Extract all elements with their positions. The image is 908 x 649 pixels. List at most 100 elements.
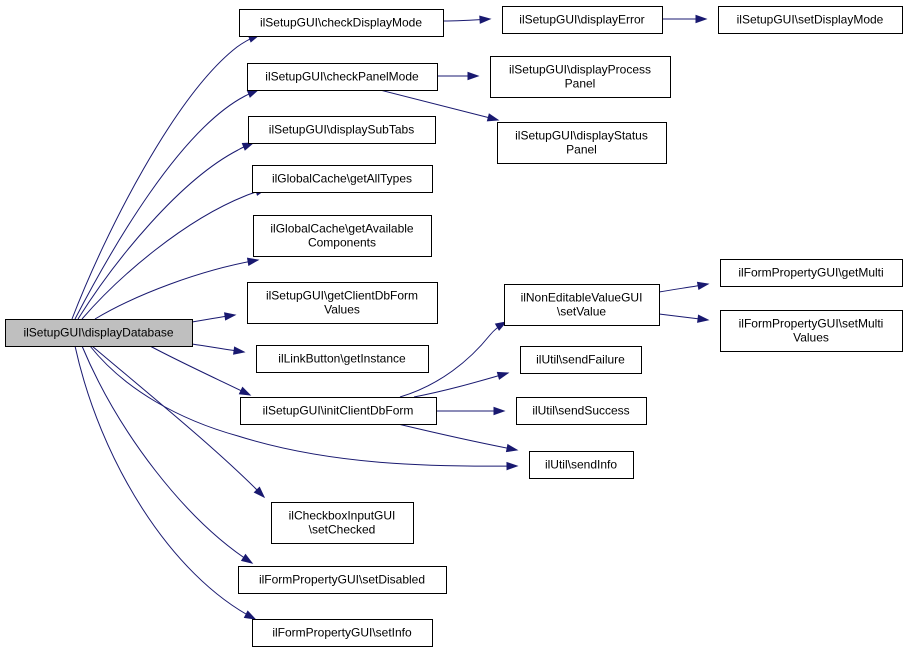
node-box: [252, 619, 433, 647]
node-sendSuccess[interactable]: ilUtil\sendSuccess: [516, 397, 647, 425]
node-setValue[interactable]: ilNonEditableValueGUI\setValue: [504, 284, 660, 326]
node-initClientDbForm[interactable]: ilSetupGUI\initClientDbForm: [240, 397, 437, 425]
node-checkDisplayMode[interactable]: ilSetupGUI\checkDisplayMode: [239, 9, 444, 37]
edge-root-to-initClientDbForm: [149, 345, 252, 396]
edge-arrowhead: [697, 314, 710, 323]
edge-arrowhead: [243, 610, 257, 620]
edge-arrowhead: [224, 312, 237, 321]
edge-arrowhead: [479, 15, 492, 24]
edge-root-to-setInfo: [74, 345, 257, 620]
node-box: [720, 259, 903, 287]
edge-root-to-displaySubTabs: [77, 142, 255, 320]
node-box: [238, 566, 447, 594]
node-label: ilFormPropertyGUI\getMulti: [738, 266, 883, 280]
edge-line: [149, 345, 251, 396]
edge-line: [81, 188, 267, 320]
edge-root-to-setDisabled: [81, 345, 254, 564]
node-box: [256, 345, 429, 373]
node-displaySubTabs[interactable]: ilSetupGUI\displaySubTabs: [248, 116, 436, 144]
node-getInstance[interactable]: ilLinkButton\getInstance: [256, 345, 429, 373]
node-label: Values: [793, 331, 829, 345]
node-label: ilSetupGUI\displayDatabase: [23, 326, 173, 340]
node-label: ilUtil\sendFailure: [536, 353, 625, 367]
edge-line: [91, 345, 265, 498]
node-sendInfo[interactable]: ilUtil\sendInfo: [529, 451, 634, 479]
edge-displayError-to-setDisplayMode: [662, 14, 708, 24]
edge-line: [413, 372, 509, 398]
node-root[interactable]: ilSetupGUI\displayDatabase: [5, 319, 193, 347]
edge-line: [89, 345, 518, 467]
node-label: ilSetupGUI\checkPanelMode: [265, 70, 419, 84]
node-label: ilGlobalCache\getAllTypes: [272, 172, 412, 186]
node-checkPanelMode[interactable]: ilSetupGUI\checkPanelMode: [247, 63, 438, 91]
node-getMulti[interactable]: ilFormPropertyGUI\getMulti: [720, 259, 903, 287]
edge-arrowhead: [486, 113, 500, 122]
edge-root-to-checkDisplayMode: [71, 34, 261, 320]
node-label: ilSetupGUI\displayProcess: [509, 63, 651, 77]
edge-line: [77, 142, 254, 320]
node-box: [490, 56, 671, 98]
edge-initClientDbForm-to-sendFailure: [413, 371, 510, 398]
node-displayError[interactable]: ilSetupGUI\displayError: [502, 6, 663, 34]
edge-line: [74, 345, 256, 620]
node-setInfo[interactable]: ilFormPropertyGUI\setInfo: [252, 619, 433, 647]
node-box: [253, 215, 432, 257]
edge-line: [94, 259, 259, 320]
node-label: Values: [324, 303, 360, 317]
nodes-layer: ilSetupGUI\displayDatabase ilSetupGUI\che…: [5, 6, 903, 647]
edge-line: [379, 89, 499, 121]
node-label: ilFormPropertyGUI\setInfo: [272, 626, 412, 640]
node-box: [248, 116, 436, 144]
node-label: ilLinkButton\getInstance: [278, 352, 406, 366]
edge-root-to-getInstance: [191, 343, 246, 355]
node-getAllTypes[interactable]: ilGlobalCache\getAllTypes: [252, 165, 433, 193]
node-label: ilSetupGUI\initClientDbForm: [263, 404, 414, 418]
node-label: ilSetupGUI\displayStatus: [515, 129, 648, 143]
node-box: [504, 284, 660, 326]
node-label: ilFormPropertyGUI\setDisabled: [259, 573, 425, 587]
edge-arrowhead: [467, 71, 480, 81]
edge-arrowhead: [496, 371, 510, 380]
edge-root-to-getAvailableComponents: [94, 257, 260, 320]
edge-checkPanelMode-to-displayProcessPanel: [436, 71, 480, 81]
edge-arrowhead: [246, 257, 260, 266]
node-box: [516, 397, 647, 425]
edge-line: [81, 345, 253, 564]
node-label: Components: [308, 236, 376, 250]
node-box: [240, 397, 437, 425]
node-box: [520, 346, 642, 374]
node-label: ilSetupGUI\setDisplayMode: [737, 13, 884, 27]
node-box: [502, 6, 663, 34]
edge-arrowhead: [506, 461, 519, 471]
edge-line: [71, 34, 260, 320]
edge-root-to-setChecked: [91, 345, 266, 499]
node-label: ilSetupGUI\displaySubTabs: [269, 123, 414, 137]
node-sendFailure[interactable]: ilUtil\sendFailure: [520, 346, 642, 374]
node-label: ilSetupGUI\getClientDbForm: [266, 289, 418, 303]
edge-arrowhead: [241, 142, 255, 151]
edge-arrowhead: [695, 14, 708, 24]
node-label: ilSetupGUI\displayError: [519, 13, 644, 27]
edge-line: [397, 423, 518, 451]
node-label: ilSetupGUI\checkDisplayMode: [260, 16, 422, 30]
node-setChecked[interactable]: ilCheckboxInputGUI\setChecked: [271, 502, 414, 544]
node-label: Panel: [566, 143, 597, 157]
edge-root-to-getAllTypes: [81, 187, 268, 320]
edge-arrowhead: [253, 486, 266, 499]
edge-arrowhead: [233, 346, 246, 355]
node-box: [529, 451, 634, 479]
node-box: [271, 502, 414, 544]
node-label: ilGlobalCache\getAvailable: [270, 222, 414, 236]
node-box: [247, 282, 438, 324]
node-setDisabled[interactable]: ilFormPropertyGUI\setDisabled: [238, 566, 447, 594]
node-setDisplayMode[interactable]: ilSetupGUI\setDisplayMode: [718, 6, 903, 34]
edge-arrowhead: [494, 321, 508, 331]
node-label: ilNonEditableValueGUI: [521, 291, 643, 305]
node-box: [720, 310, 903, 352]
